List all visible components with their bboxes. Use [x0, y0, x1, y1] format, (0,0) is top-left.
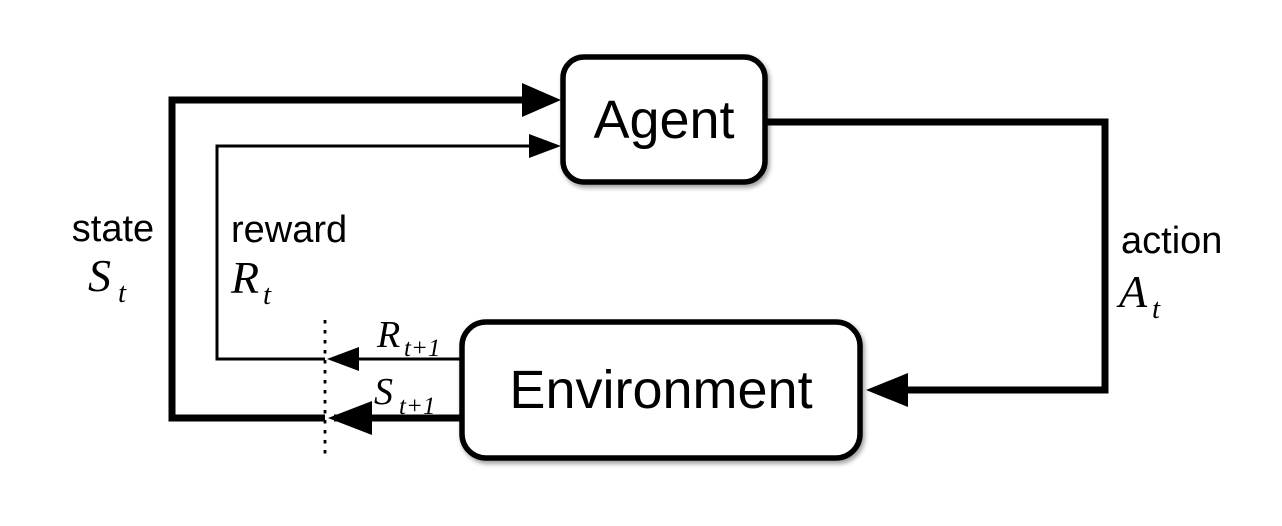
state-segment — [168, 96, 526, 422]
action-arrowhead-icon — [866, 373, 908, 407]
environment-node-label: Environment — [509, 360, 812, 420]
state-word: state — [72, 208, 154, 250]
next-reward-arrowhead-icon — [327, 347, 359, 371]
action-subscript: t — [1152, 293, 1161, 325]
reward-segment — [215, 144, 534, 361]
next-state-subscript: t+1 — [399, 393, 435, 420]
next-state-symbol: S — [374, 371, 393, 413]
next-reward-label: R t+1 — [376, 314, 440, 362]
reward-edge — [215, 134, 561, 371]
state-subscript: t — [118, 277, 127, 309]
state-symbol: S — [88, 250, 111, 301]
action-label: action A t — [1116, 220, 1222, 325]
state-label: state S t — [72, 208, 154, 309]
action-segment — [763, 118, 1109, 394]
next-reward-subscript: t+1 — [404, 335, 440, 362]
agent-node-label: Agent — [593, 90, 734, 150]
reward-word: reward — [231, 209, 347, 251]
reward-label: reward R t — [230, 209, 347, 311]
reward-subscript: t — [263, 279, 272, 311]
next-state-arrowhead-icon — [328, 401, 372, 435]
reward-arrowhead-icon — [529, 134, 561, 158]
reward-symbol: R — [230, 252, 259, 303]
action-symbol: A — [1116, 266, 1148, 317]
state-arrowhead-icon — [522, 83, 561, 117]
environment-node — [459, 319, 863, 461]
state-edge — [168, 83, 561, 435]
action-word: action — [1121, 220, 1222, 262]
next-state-label: S t+1 — [374, 371, 435, 420]
action-edge — [763, 118, 1109, 407]
agent-node — [560, 54, 768, 185]
next-reward-symbol: R — [376, 314, 400, 356]
